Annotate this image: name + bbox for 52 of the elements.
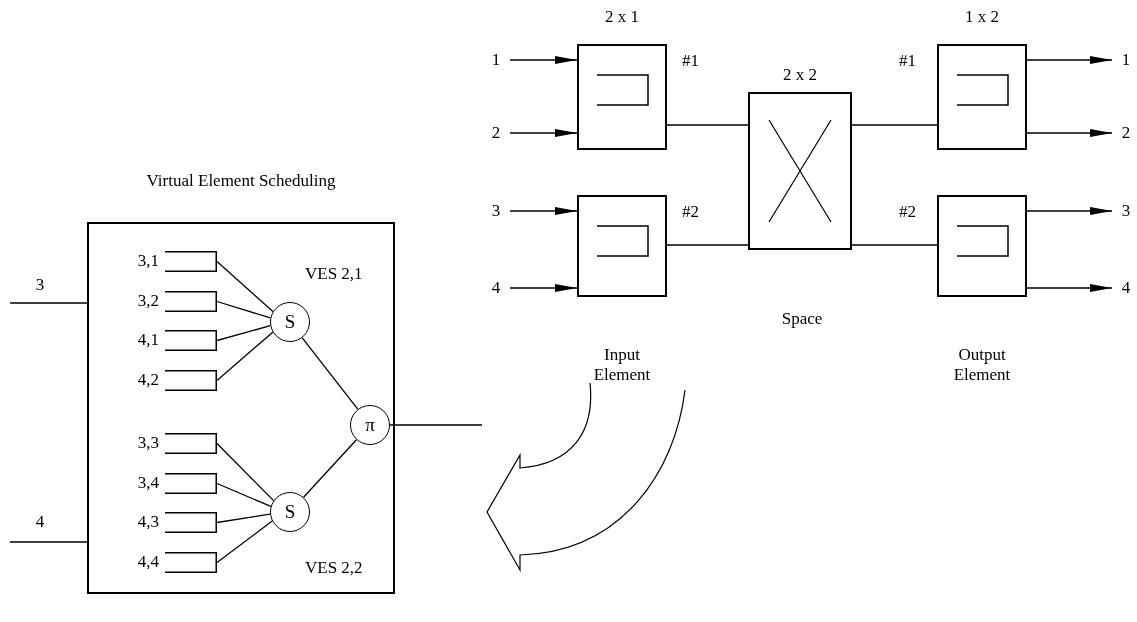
connector-line xyxy=(216,442,275,502)
queue-label: 4,4 xyxy=(136,553,159,572)
symbol-label: S xyxy=(284,311,296,333)
heading: 2 x 1 xyxy=(605,8,639,27)
arrow xyxy=(509,56,578,64)
arrow xyxy=(1026,129,1113,137)
arrow xyxy=(1026,56,1113,64)
connector-line xyxy=(216,331,274,382)
annotation: Input Element xyxy=(592,345,652,385)
queue-label: 4,2 xyxy=(136,371,159,390)
connector-line xyxy=(666,124,749,126)
annotation: VES 2,2 xyxy=(305,558,364,578)
annotation: VES 2,1 xyxy=(305,264,364,284)
arrow xyxy=(1026,284,1113,292)
scheduler-circle xyxy=(270,302,310,342)
queue-label: 3,2 xyxy=(136,292,159,311)
queue-label: 4,3 xyxy=(136,513,159,532)
scheduler-circle xyxy=(270,492,310,532)
element-number: #1 xyxy=(899,52,917,71)
queue-label: 3,4 xyxy=(136,474,159,493)
annotation: Output Element xyxy=(952,345,1012,385)
element-number: #2 xyxy=(899,203,917,222)
connector-line xyxy=(216,325,271,342)
heading: 2 x 2 xyxy=(783,66,817,85)
connector-line xyxy=(216,260,274,313)
symbol-label: S xyxy=(284,501,296,523)
queue-label: 4,1 xyxy=(136,331,159,350)
arrow xyxy=(509,284,578,292)
arrow xyxy=(509,207,578,215)
connector-line xyxy=(666,244,749,246)
queue-label: 3,1 xyxy=(136,252,159,271)
element-number: #2 xyxy=(682,203,700,222)
connector-line xyxy=(851,124,938,126)
connector-line xyxy=(302,439,358,498)
connector-line xyxy=(216,300,272,319)
connector-line xyxy=(9,302,88,304)
connector-line xyxy=(216,520,273,564)
connector-line xyxy=(301,337,359,410)
scheduler-circle xyxy=(350,405,390,445)
connector-line xyxy=(389,424,483,426)
connector-line xyxy=(216,482,272,508)
heading: 1 x 2 xyxy=(965,8,999,27)
connector-line xyxy=(851,244,938,246)
connector-line xyxy=(9,541,88,543)
node-label: Space xyxy=(780,310,824,329)
element-number: #1 xyxy=(682,52,700,71)
heading: Virtual Element Scheduling xyxy=(146,172,336,191)
connector-line xyxy=(216,513,271,524)
symbol-label: π xyxy=(365,414,375,436)
arrow xyxy=(509,129,578,137)
arrow xyxy=(1026,207,1113,215)
queue-label: 3,3 xyxy=(136,434,159,453)
